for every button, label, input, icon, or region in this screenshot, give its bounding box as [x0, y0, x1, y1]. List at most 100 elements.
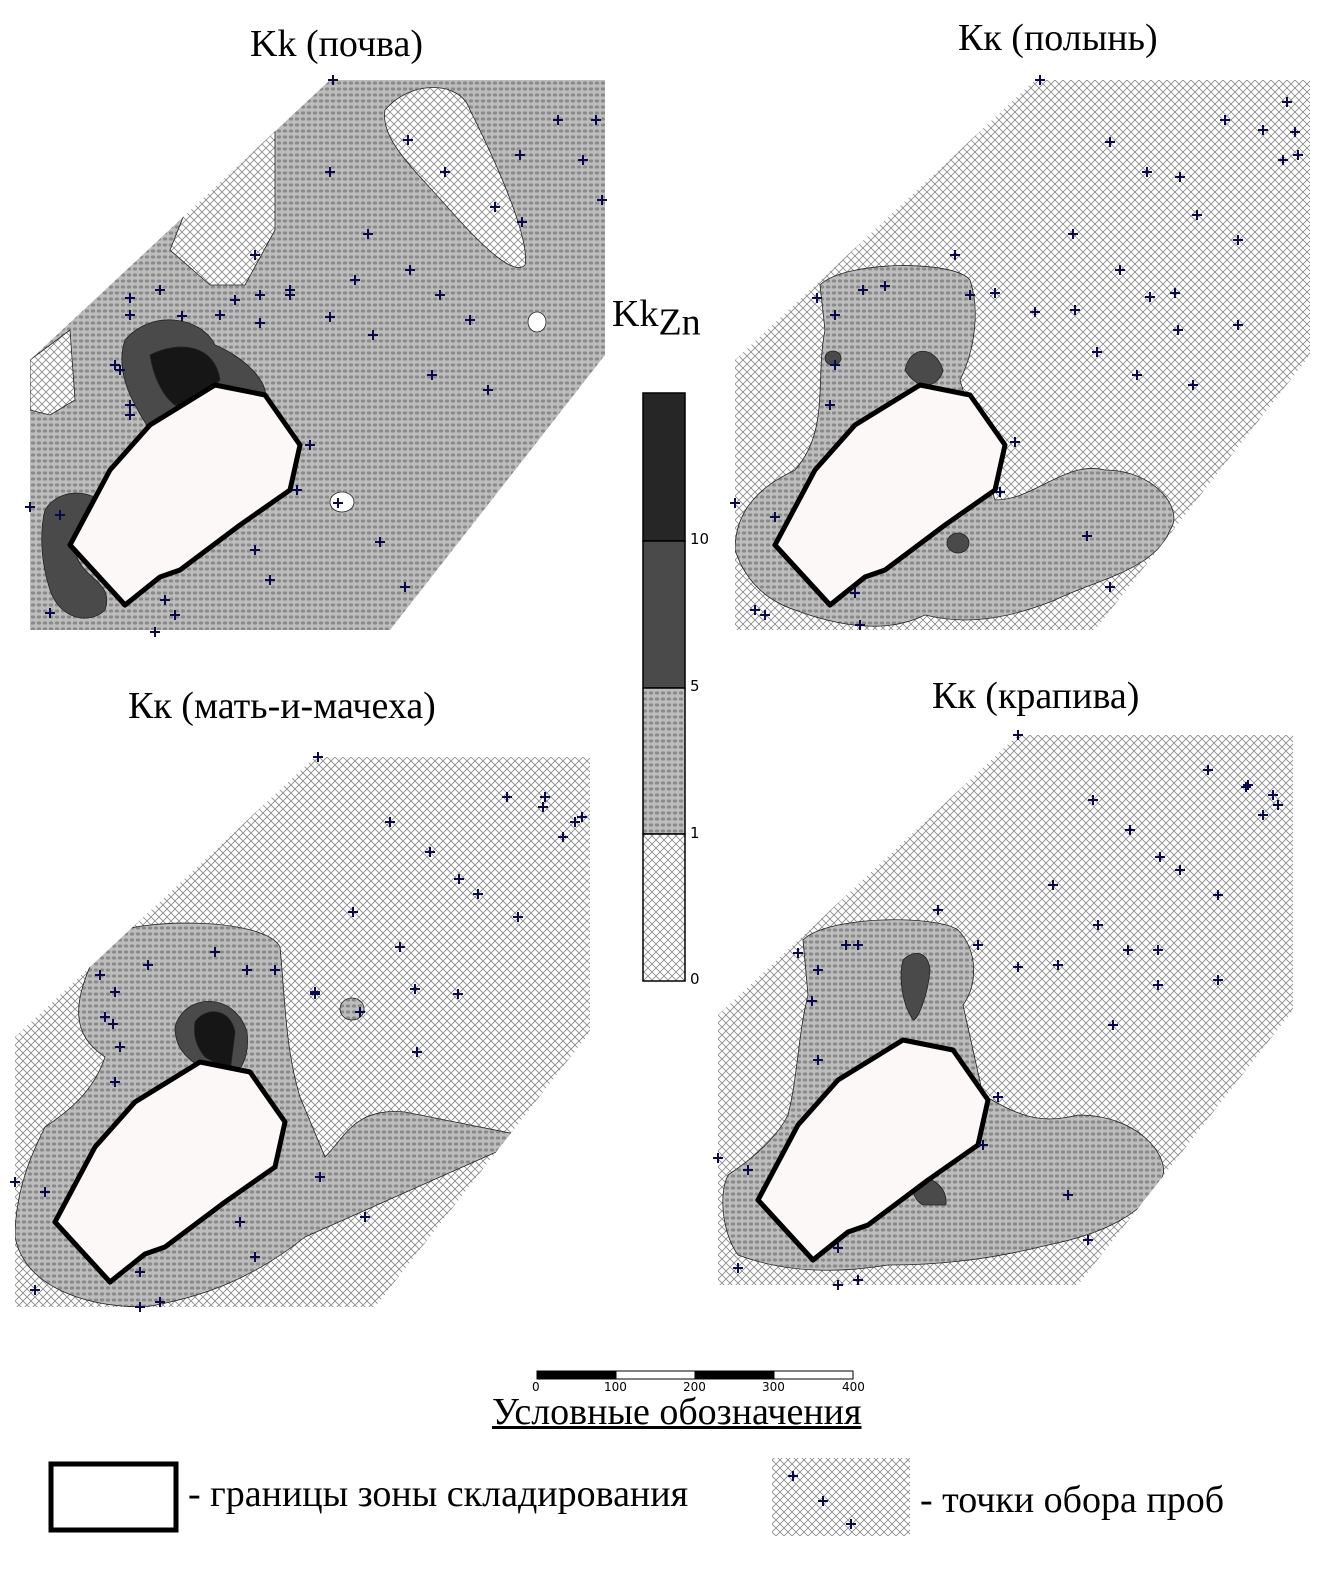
storage-zone-boundary: [755, 1037, 991, 1263]
sample-point: [1243, 780, 1253, 790]
sample-point: [965, 290, 975, 300]
map-panel: [10, 752, 590, 1312]
sample-point: [250, 1252, 260, 1262]
sample-point: [591, 115, 601, 125]
legend-heading: Условные обозначения: [492, 1391, 862, 1433]
sample-point: [45, 608, 55, 618]
sample-point: [143, 960, 153, 970]
legend-samples-symbol: [772, 1458, 910, 1536]
sample-point: [855, 620, 865, 630]
sample-point: [1035, 75, 1045, 85]
sample-point: [578, 155, 588, 165]
sample-point: [454, 874, 464, 884]
sample-point: [743, 1165, 753, 1175]
sample-point: [215, 310, 225, 320]
sample-point: [55, 510, 65, 520]
sample-point: [425, 847, 435, 857]
sample-point: [395, 942, 405, 952]
sample-point: [110, 360, 120, 370]
sample-point: [993, 1092, 1003, 1102]
sample-point: [363, 229, 373, 239]
sample-point: [933, 905, 943, 915]
legend-samples-label: - точки обора проб: [920, 1479, 1225, 1521]
sample-point: [858, 285, 868, 295]
sample-point: [853, 1275, 863, 1285]
storage-zone-boundary: [772, 382, 1008, 608]
sample-point: [597, 195, 607, 205]
sample-point: [427, 370, 437, 380]
sample-point: [833, 1243, 843, 1253]
sample-point: [242, 965, 252, 975]
scalebar-segment: [536, 1370, 617, 1380]
sample-point: [830, 360, 840, 370]
sample-point: [1213, 975, 1223, 985]
sample-point: [1010, 437, 1020, 447]
sample-point: [310, 989, 320, 999]
sample-point: [730, 498, 740, 508]
sample-point: [1105, 137, 1115, 147]
sample-point: [155, 285, 165, 295]
sample-point: [502, 792, 512, 802]
sample-point: [850, 588, 860, 598]
sample-point: [400, 582, 410, 592]
sample-point: [125, 400, 135, 410]
sample-point: [830, 310, 840, 320]
colorbar-class: [642, 540, 686, 689]
sample-point: [1173, 325, 1183, 335]
sample-point: [125, 293, 135, 303]
sample-point: [950, 250, 960, 260]
sample-point: [405, 265, 415, 275]
sample-point: [155, 1297, 165, 1307]
sample-point: [1070, 305, 1080, 315]
sample-point: [812, 293, 822, 303]
sample-point: [270, 965, 280, 975]
sample-point: [1188, 380, 1198, 390]
sample-point: [1192, 210, 1202, 220]
sample-point: [540, 792, 550, 802]
sample-point: [210, 947, 220, 957]
concentration-zone: [339, 997, 365, 1021]
sample-point: [973, 940, 983, 950]
scalebar-segment: [694, 1370, 775, 1380]
sample-point: [1115, 265, 1125, 275]
sample-point: [1068, 229, 1078, 239]
colorbar-class: [642, 833, 686, 982]
sample-point: [1282, 97, 1292, 107]
sample-point: [1153, 945, 1163, 955]
sample-point: [285, 290, 295, 300]
sample-point: [230, 295, 240, 305]
sample-point: [538, 802, 548, 812]
sample-point: [760, 610, 770, 620]
sample-point: [995, 487, 1005, 497]
sample-point: [1278, 155, 1288, 165]
sample-point: [577, 812, 587, 822]
sample-point: [1082, 531, 1092, 541]
sample-point: [170, 610, 180, 620]
sample-point: [1123, 945, 1133, 955]
sample-point: [1088, 795, 1098, 805]
sample-point: [440, 167, 450, 177]
colorbar-class: [642, 687, 686, 835]
sample-point: [435, 290, 445, 300]
sample-point: [1145, 292, 1155, 302]
sample-point: [1063, 1190, 1073, 1200]
sample-point: [360, 1212, 370, 1222]
concentration-zone: [824, 350, 842, 366]
sample-point: [733, 1263, 743, 1273]
legend-storage-label: - границы зоны складирования: [188, 1473, 689, 1515]
scalebar-tick: 400: [842, 1380, 865, 1394]
concentration-zone: [946, 532, 970, 554]
map-title-coltsfoot: Кк (мать-и-мачеха): [128, 685, 436, 727]
sample-point: [1048, 880, 1058, 890]
sample-point: [853, 940, 863, 950]
sample-point: [10, 1177, 20, 1187]
sample-point: [1175, 865, 1185, 875]
sample-point: [1258, 125, 1268, 135]
sample-point: [1290, 127, 1300, 137]
sample-point: [1093, 920, 1103, 930]
sample-point: [1092, 347, 1102, 357]
sample-point: [813, 1055, 823, 1065]
sample-point: [1175, 172, 1185, 182]
colorbar-title-sub: Zn: [658, 301, 701, 344]
map-title-nettle: Кк (крапива): [932, 675, 1140, 717]
